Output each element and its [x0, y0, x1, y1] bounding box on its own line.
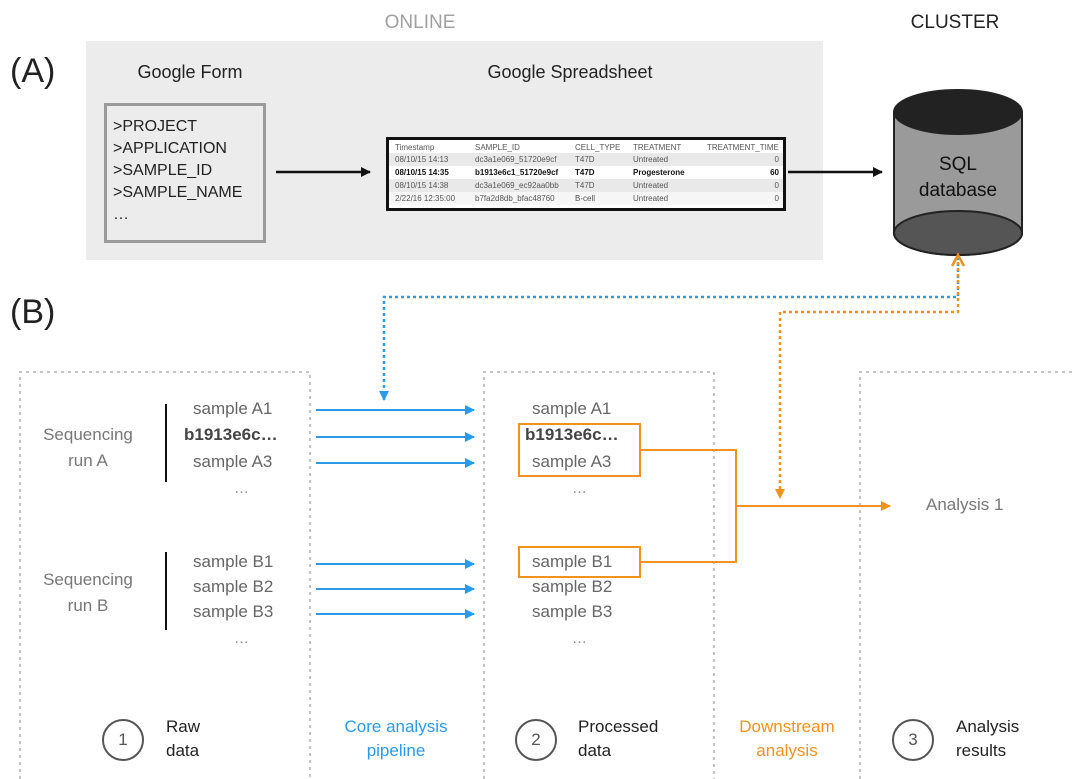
run-b-line2: run B	[67, 596, 109, 615]
processed-sample: sample B3	[532, 602, 613, 621]
raw-sample: b1913e6c…	[184, 425, 278, 444]
processed-sample: sample A3	[532, 452, 612, 471]
analysis-result-label: Analysis 1	[926, 495, 1004, 514]
db-to-pipeline-link	[379, 257, 960, 401]
processed-ellipsis: …	[572, 480, 587, 497]
cluster-label: CLUSTER	[910, 12, 1000, 33]
pipeline-line1: Core analysis	[344, 717, 448, 736]
table-cell: 0	[774, 155, 779, 164]
table-cell: Untreated	[633, 194, 669, 203]
table-cell: B-cell	[575, 194, 596, 203]
table-cell: 0	[774, 181, 779, 190]
google-spreadsheet-title: Google Spreadsheet	[487, 62, 653, 82]
step-3-line2: results	[956, 741, 1007, 760]
run-a-line1: Sequencing	[43, 425, 133, 444]
db-label-line1: SQL	[938, 154, 978, 175]
table-cell: 08/10/15 14:13	[395, 155, 449, 164]
google-form-title: Google Form	[137, 62, 243, 82]
table-cell: Progesterone	[633, 168, 685, 177]
raw-ellipsis: …	[234, 630, 249, 647]
run-b-label: Sequencing run B	[20, 567, 156, 619]
table-cell: 08/10/15 14:38	[395, 181, 449, 190]
google-form-box: >PROJECT >APPLICATION >SAMPLE_ID >SAMPLE…	[104, 103, 266, 243]
pipeline-line2: pipeline	[366, 741, 426, 760]
raw-sample: sample B1	[193, 552, 274, 571]
processed-sample: sample B1	[532, 552, 613, 571]
step-1-line1: Raw	[166, 717, 201, 736]
table-row-bg	[389, 192, 783, 205]
db-to-downstream-link	[775, 262, 960, 499]
step-3-circle: 3	[892, 719, 934, 761]
table-cell: 08/10/15 14:35	[395, 168, 449, 177]
form-field: >SAMPLE_NAME	[113, 184, 243, 201]
raw-sample: sample A3	[193, 452, 273, 471]
column-header: SAMPLE_ID	[475, 143, 520, 152]
step-2-line2: data	[578, 741, 612, 760]
table-cell: dc3a1e069_ec92aa0bb	[475, 181, 559, 190]
panel-a-label: (A)	[10, 52, 56, 90]
table-cell: dc3a1e069_51720e9cf	[475, 155, 557, 164]
column-borders	[19, 371, 1074, 779]
run-a-line2: run A	[68, 451, 108, 470]
pipeline-label: Core analysis pipeline	[310, 715, 482, 763]
step-1-line2: data	[166, 741, 200, 760]
step-2-circle: 2	[515, 719, 557, 761]
processed-sample: b1913e6c…	[525, 425, 619, 444]
table-row-bg	[389, 153, 783, 166]
panel-b-label: (B)	[10, 293, 56, 331]
form-field: >PROJECT	[113, 118, 198, 135]
database-cylinder	[893, 89, 1023, 256]
table-cell: 0	[774, 194, 779, 203]
processed-ellipsis: …	[572, 630, 587, 647]
form-field: >SAMPLE_ID	[113, 162, 213, 179]
raw-sample: sample B2	[193, 577, 274, 596]
column-header: TREATMENT	[633, 143, 682, 152]
column-header: Timestamp	[395, 143, 435, 152]
downstream-line2: analysis	[756, 741, 818, 760]
step-2-line1: Processed	[578, 717, 659, 736]
step-2-label: Processed data	[578, 715, 658, 763]
downstream-line1: Downstream	[739, 717, 835, 736]
table-cell: b7fa2d8db_bfac48760	[475, 194, 555, 203]
table-cell: T47D	[575, 181, 595, 190]
raw-sample: sample A1	[193, 399, 273, 418]
table-cell: T47D	[575, 155, 595, 164]
online-label: ONLINE	[384, 12, 456, 33]
form-field: >APPLICATION	[113, 140, 227, 157]
column-header: CELL_TYPE	[575, 143, 621, 152]
processed-sample: sample B2	[532, 577, 613, 596]
table-cell: T47D	[575, 168, 595, 177]
table-cell: Untreated	[633, 181, 669, 190]
run-b-line1: Sequencing	[43, 570, 133, 589]
raw-ellipsis: …	[234, 480, 249, 497]
step-1-circle: 1	[102, 719, 144, 761]
db-label: SQL database	[900, 152, 1016, 204]
db-label-line2: database	[918, 180, 998, 201]
processed-sample: sample A1	[532, 399, 612, 418]
run-a-label: Sequencing run A	[20, 422, 156, 474]
spreadsheet-table: Timestamp SAMPLE_ID CELL_TYPE TREATMENT …	[386, 137, 786, 211]
table-cell: 60	[770, 168, 779, 177]
step-3-label: Analysis results	[956, 715, 1019, 763]
table-cell: Untreated	[633, 155, 669, 164]
table-cell: b1913e6c1_51720e9cf	[475, 168, 559, 177]
pipeline-arrows	[316, 405, 475, 619]
table-cell: 2/22/16 12:35:00	[395, 194, 456, 203]
downstream-lines	[640, 449, 891, 563]
column-header: TREATMENT_TIME	[707, 143, 779, 152]
table-row-bg	[389, 179, 783, 192]
raw-sample: sample B3	[193, 602, 274, 621]
downstream-label: Downstream analysis	[714, 715, 860, 763]
step-1-label: Raw data	[166, 715, 200, 763]
step-3-line1: Analysis	[956, 717, 1020, 736]
form-field: …	[113, 206, 129, 223]
